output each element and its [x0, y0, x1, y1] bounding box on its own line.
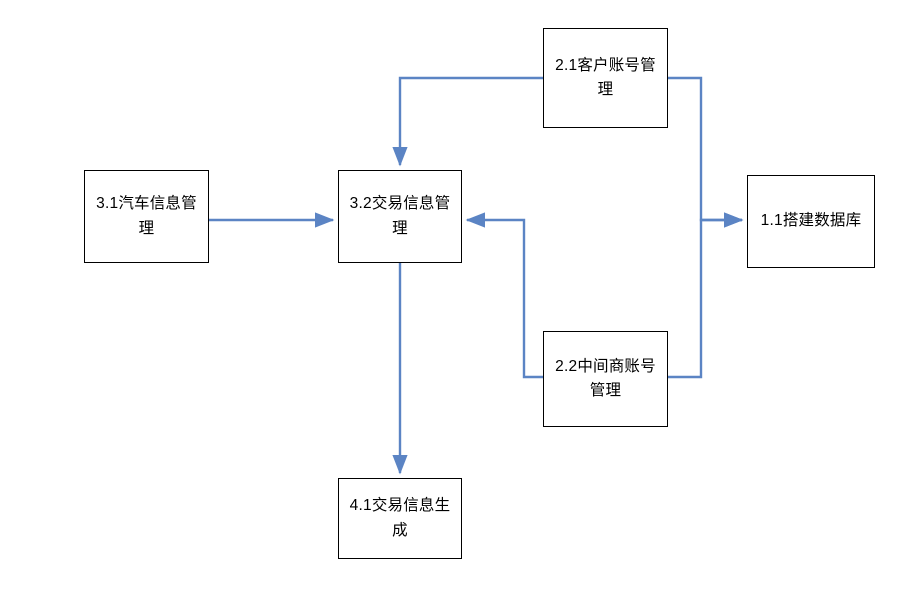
- node-1-1-build-database[interactable]: 1.1搭建数据库: [747, 175, 875, 268]
- node-2-2-broker-account-management[interactable]: 2.2中间商账号 管理: [543, 331, 668, 427]
- node-label: 4.1交易信息生 成: [349, 497, 451, 539]
- node-label: 3.2交易信息管 理: [349, 195, 451, 237]
- edge-broker-account-to-database: [668, 212, 744, 379]
- node-label: 3.1汽车信息管 理: [96, 195, 197, 237]
- node-4-1-transaction-info-generation[interactable]: 4.1交易信息生 成: [338, 478, 462, 559]
- node-label: 2.2中间商账号 管理: [555, 357, 656, 399]
- node-label: 1.1搭建数据库: [760, 212, 862, 230]
- edge-broker-account-to-transaction: [465, 212, 543, 379]
- edge-customer-account-to-transaction: [392, 76, 543, 167]
- node-3-2-transaction-info-management[interactable]: 3.2交易信息管 理: [338, 170, 462, 263]
- node-2-1-customer-account-management[interactable]: 2.1客户账号管 理: [543, 28, 668, 128]
- node-label: 2.1客户账号管 理: [555, 56, 656, 98]
- edge-customer-account-to-database: [668, 76, 744, 228]
- node-3-1-vehicle-info-management[interactable]: 3.1汽车信息管 理: [84, 170, 209, 263]
